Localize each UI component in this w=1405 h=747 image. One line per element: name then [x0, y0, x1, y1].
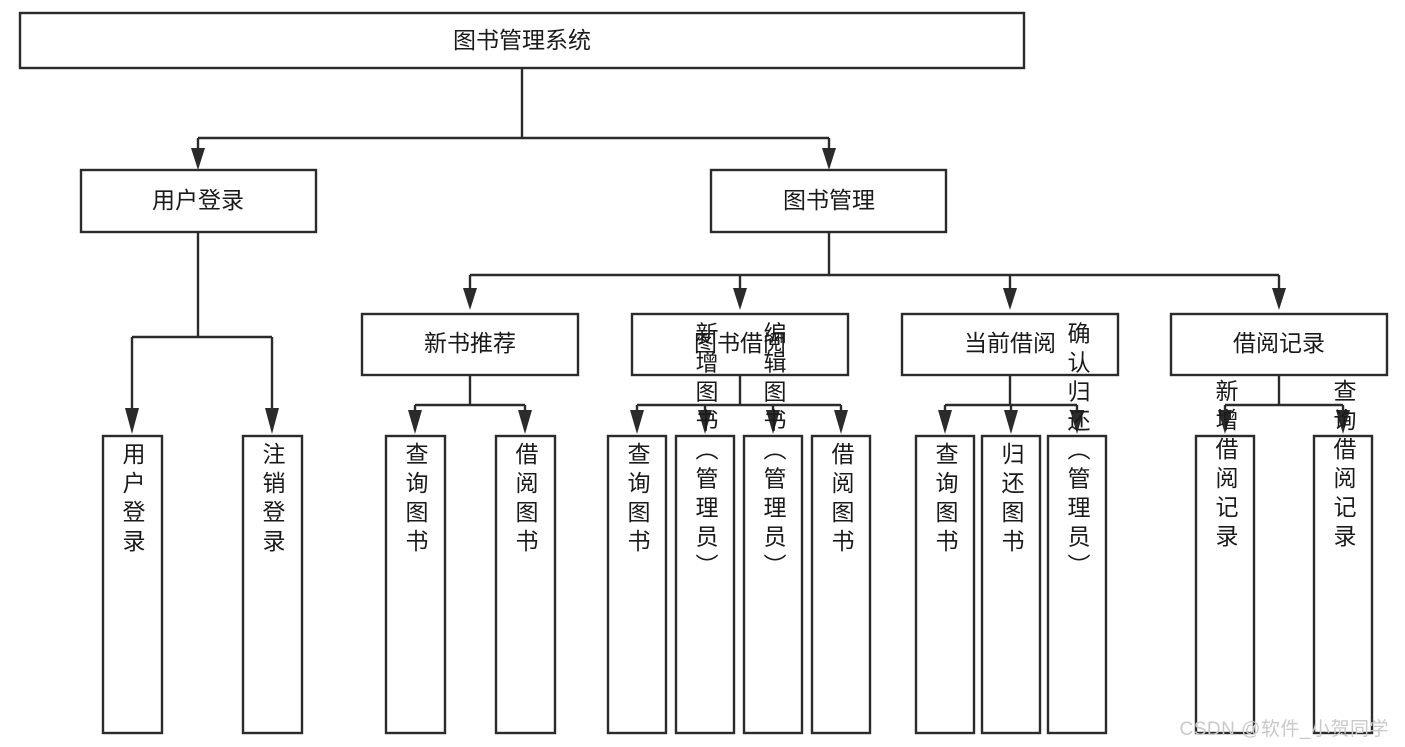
arrowhead-leaf-confirm-return [1070, 410, 1084, 434]
node-leaf-return-book-label: 归还图书 [998, 442, 1025, 558]
node-leaf-query-book-2-label: 查询图书 [624, 442, 651, 558]
node-current-borrow-label: 当前借阅 [964, 330, 1056, 356]
node-new-book-rec[interactable]: 新书推荐 [360, 312, 580, 377]
arrowhead-leaf-edit-book [766, 410, 780, 434]
node-leaf-logout-login[interactable]: 注销登录 [241, 434, 304, 735]
node-leaf-logout-login-label: 注销登录 [259, 442, 286, 558]
node-current-borrow[interactable]: 当前借阅 [900, 312, 1120, 377]
node-leaf-query-book-3-label: 查询图书 [932, 442, 959, 558]
node-leaf-borrow-book-1-box[interactable] [494, 434, 557, 735]
node-leaf-query-book-3-box[interactable] [914, 434, 976, 735]
node-root-box[interactable] [18, 11, 1026, 70]
arrowhead-leaf-borrow-book-1 [518, 410, 532, 434]
node-borrow-record-label: 借阅记录 [1233, 330, 1325, 356]
node-leaf-borrow-book-1[interactable]: 借阅图书 [494, 434, 557, 735]
node-leaf-confirm-return-box[interactable] [1046, 434, 1108, 735]
node-leaf-query-book-2-box[interactable] [606, 434, 668, 735]
node-leaf-user-login-label: 用户登录 [119, 442, 146, 558]
node-leaf-query-book-3[interactable]: 查询图书 [914, 434, 976, 735]
node-borrow-record-box[interactable] [1169, 312, 1389, 377]
arrowhead-current-borrow [1003, 288, 1017, 310]
node-leaf-query-book-1-label: 查询图书 [402, 442, 429, 558]
node-leaf-add-book-box[interactable] [674, 434, 736, 735]
node-leaf-query-book-1-box[interactable] [384, 434, 447, 735]
node-leaf-user-login-box[interactable] [101, 434, 164, 735]
connector-group-user-login [125, 232, 279, 434]
connector-group-root [191, 68, 836, 170]
node-leaf-borrow-book-2-box[interactable] [810, 434, 872, 735]
watermark: CSDN @软件_小贺同学 [1179, 719, 1389, 740]
arrowhead-leaf-query-book-3 [938, 410, 952, 434]
arrowhead-book-manage [822, 148, 836, 170]
node-leaf-return-book[interactable]: 归还图书 [980, 434, 1042, 735]
node-book-borrow-label: 图书借阅 [694, 330, 786, 356]
node-leaf-edit-book-box[interactable] [742, 434, 804, 735]
arrowhead-user-login [191, 148, 205, 170]
arrowhead-leaf-borrow-book-2 [834, 410, 848, 434]
node-current-borrow-box[interactable] [900, 312, 1120, 377]
connector-group-current-borrow [938, 375, 1084, 434]
node-leaf-borrow-book-1-label: 借阅图书 [512, 442, 539, 558]
node-leaf-confirm-return[interactable]: 确认归还（管理员） [1046, 322, 1108, 735]
node-leaf-query-record-label: 查询借阅记录 [1330, 379, 1357, 553]
connector-group-borrow-record [1218, 375, 1350, 434]
node-leaf-borrow-book-2[interactable]: 借阅图书 [810, 434, 872, 735]
node-leaf-confirm-return-label: 确认归还（管理员） [1064, 322, 1091, 583]
node-leaf-add-record-box[interactable] [1194, 434, 1256, 735]
node-leaf-edit-book[interactable]: 编辑图书（管理员） [742, 322, 804, 735]
node-new-book-rec-box[interactable] [360, 312, 580, 377]
node-root[interactable]: 图书管理系统 [18, 11, 1026, 70]
node-leaf-query-record-box[interactable] [1312, 434, 1374, 735]
node-root-label: 图书管理系统 [453, 27, 591, 53]
node-borrow-record[interactable]: 借阅记录 [1169, 312, 1389, 377]
node-book-manage[interactable]: 图书管理 [709, 168, 948, 234]
node-leaf-add-record[interactable]: 新增借阅记录 [1194, 379, 1256, 735]
node-book-borrow[interactable]: 图书借阅 [630, 312, 850, 377]
node-new-book-rec-label: 新书推荐 [424, 330, 516, 356]
arrowhead-leaf-add-book [698, 410, 712, 434]
arrowhead-leaf-query-record [1336, 410, 1350, 434]
node-leaf-add-record-label: 新增借阅记录 [1212, 379, 1239, 553]
arrowhead-leaf-return-book [1004, 410, 1018, 434]
node-book-manage-box[interactable] [709, 168, 948, 234]
node-user-login-label: 用户登录 [152, 187, 244, 213]
connector-group-book-manage [463, 232, 1286, 310]
node-user-login[interactable]: 用户登录 [79, 168, 318, 234]
node-leaf-add-book-label: 新增图书（管理员） [692, 322, 719, 583]
node-leaf-query-book-1[interactable]: 查询图书 [384, 434, 447, 735]
connector-group-new-book-rec [408, 375, 532, 434]
node-leaf-query-record[interactable]: 查询借阅记录 [1312, 379, 1374, 735]
arrowhead-leaf-query-book-1 [408, 410, 422, 434]
connector-group-book-borrow [630, 375, 848, 434]
node-leaf-borrow-book-2-label: 借阅图书 [828, 442, 855, 558]
node-leaf-user-login[interactable]: 用户登录 [101, 434, 164, 735]
node-leaf-return-book-box[interactable] [980, 434, 1042, 735]
arrowhead-leaf-logout-login [265, 408, 279, 434]
arrowhead-new-book-rec [463, 288, 477, 310]
node-leaf-query-book-2[interactable]: 查询图书 [606, 434, 668, 735]
node-leaf-edit-book-label: 编辑图书（管理员） [760, 322, 787, 583]
arrowhead-leaf-add-record [1218, 410, 1232, 434]
node-book-borrow-box[interactable] [630, 312, 850, 377]
node-leaf-add-book[interactable]: 新增图书（管理员） [674, 322, 736, 735]
node-leaf-logout-login-box[interactable] [241, 434, 304, 735]
node-book-manage-label: 图书管理 [783, 187, 875, 213]
arrowhead-leaf-user-login [125, 408, 139, 434]
arrowhead-leaf-query-book-2 [630, 410, 644, 434]
arrowhead-borrow-record [1272, 288, 1286, 310]
node-user-login-box[interactable] [79, 168, 318, 234]
arrowhead-book-borrow [733, 288, 747, 310]
